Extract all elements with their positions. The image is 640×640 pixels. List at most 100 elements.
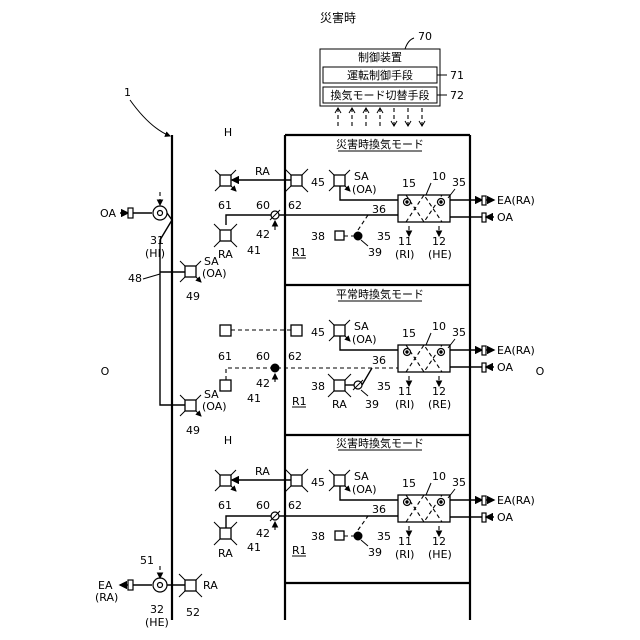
ref-62-f3: 62	[288, 499, 302, 512]
mode-label-1: 災害時換気モード	[336, 137, 424, 151]
ref-60-f3: 60	[256, 499, 270, 512]
ref-38-f2: 38	[311, 380, 325, 393]
label-ea-ra-f3: EA(RA)	[497, 494, 535, 507]
floor-2: 61 60 62 45 SA (OA) 41 42 38 RA 39 36 35…	[218, 320, 535, 411]
diffuser-45-f2	[334, 325, 345, 336]
floor-3: 61 RA 60 62 45 SA (OA) RA 41 42 38 39 36…	[214, 465, 535, 561]
ref-38-f1: 38	[311, 230, 325, 243]
ref-49-upper: 49	[186, 290, 200, 303]
ref-42-f1: 42	[256, 228, 270, 241]
room-r1-f1: R1	[292, 246, 307, 259]
ref-35a-f1: 35	[377, 230, 391, 243]
ref-10-f2: 10	[432, 320, 446, 333]
signal-lines	[335, 108, 425, 126]
label-ea-ra-f2: EA(RA)	[497, 344, 535, 357]
label-sa-oa-45-f2: (OA)	[352, 333, 377, 346]
grille-62-f2	[291, 325, 302, 336]
sensor-38-f3	[335, 531, 344, 540]
ref-10-f1: 10	[432, 170, 446, 183]
ref-71: 71	[450, 69, 464, 82]
label-ra-60-f3: RA	[255, 465, 270, 478]
ref-39-f1: 39	[368, 246, 382, 259]
ref-48: 48	[128, 272, 142, 285]
ref-52: 52	[186, 606, 200, 619]
ref-42-f2: 42	[256, 377, 270, 390]
label-sa-oa-45-f1: (OA)	[352, 183, 377, 196]
label-ra-52: RA	[203, 579, 218, 592]
label-ra-38-f2: RA	[332, 398, 347, 411]
ref-10-f3: 10	[432, 470, 446, 483]
ref-45-f3: 45	[311, 476, 325, 489]
damper-42-f2-icon	[271, 364, 279, 372]
label-hi: (HI)	[145, 247, 165, 260]
label-ri-f3: (RI)	[395, 548, 414, 561]
control-device-label: 制御装置	[358, 50, 402, 64]
floor-1: 61 RA 60 62 45 SA (OA) RA 41 42 38 39	[214, 165, 535, 261]
ref-41-f2: 41	[247, 392, 261, 405]
damper-39-f1-icon	[354, 232, 362, 240]
diffuser-49-upper	[185, 266, 196, 277]
ref-12-f3: 12	[432, 535, 446, 548]
label-oa-intake: OA	[100, 207, 116, 220]
label-he-32: (HE)	[145, 616, 169, 629]
ref-61-f3: 61	[218, 499, 232, 512]
operation-control-label: 運転制御手段	[347, 68, 413, 82]
label-he-f3: (HE)	[428, 548, 452, 561]
control-device: 制御装置 運転制御手段 換気モード切替手段 70 71 72	[320, 30, 464, 126]
label-sa-45-f3: SA	[354, 470, 369, 483]
ref-32: 32	[150, 603, 164, 616]
ref-36-f1: 36	[372, 203, 386, 216]
ref-38-f3: 38	[311, 530, 325, 543]
ref-45-f1: 45	[311, 176, 325, 189]
diffuser-45-f3	[334, 475, 345, 486]
grille-62-f3	[291, 475, 302, 486]
ref-35b-f2: 35	[452, 326, 466, 339]
damper-39-f3-icon	[354, 532, 362, 540]
ref-36-f2: 36	[372, 354, 386, 367]
ref-39-f2: 39	[365, 398, 379, 411]
ref-15-f1: 15	[402, 177, 416, 190]
label-oa-f3: OA	[497, 511, 513, 524]
label-oa-f1: OA	[497, 211, 513, 224]
label-he-f1: (HE)	[428, 248, 452, 261]
label-sa-oa-49b: (OA)	[202, 400, 227, 413]
ref-60-f1: 60	[256, 199, 270, 212]
label-ra-41-f1: RA	[218, 248, 233, 261]
ref-36-f3: 36	[372, 503, 386, 516]
ref-35a-f3: 35	[377, 530, 391, 543]
mode-label-3: 災害時換気モード	[336, 436, 424, 450]
diffuser-49-lower	[185, 400, 196, 411]
room-r1-f2: R1	[292, 395, 307, 408]
ref-11-f2: 11	[398, 385, 412, 398]
zone-o-left: O	[101, 365, 110, 378]
ref-41-f3: 41	[247, 541, 261, 554]
ref-72: 72	[450, 89, 464, 102]
ref-42-f3: 42	[256, 527, 270, 540]
ref-15-f2: 15	[402, 327, 416, 340]
ref-62-f2: 62	[288, 350, 302, 363]
mode-switch-label: 換気モード切替手段	[331, 88, 430, 102]
grille-61-f1	[220, 175, 231, 186]
grille-41-f1	[220, 230, 231, 241]
label-sa-oa-45-f3: (OA)	[352, 483, 377, 496]
zone-h-2: H	[224, 434, 232, 447]
zone-o-right: O	[536, 365, 545, 378]
label-ra-60-f1: RA	[255, 165, 270, 178]
ref-49-lower: 49	[186, 424, 200, 437]
sensor-38-f1	[335, 231, 344, 240]
zone-h-1: H	[224, 126, 232, 139]
label-ra-bottom: (RA)	[95, 591, 118, 604]
ref-12-f1: 12	[432, 235, 446, 248]
intake-system: OA 31 (HI) 48 SA (OA) 49 SA (OA) 49	[100, 192, 227, 437]
ref-35b-f1: 35	[452, 176, 466, 189]
ref-35b-f3: 35	[452, 476, 466, 489]
diffuser-45-f1	[334, 175, 345, 186]
ref-35a-f2: 35	[377, 380, 391, 393]
label-re-f2: (RE)	[428, 398, 451, 411]
grille-52	[185, 580, 196, 591]
label-sa-oa-49a: (OA)	[202, 267, 227, 280]
ref-62-f1: 62	[288, 199, 302, 212]
ref-11-f1: 11	[398, 235, 412, 248]
ref-61-f2: 61	[218, 350, 232, 363]
